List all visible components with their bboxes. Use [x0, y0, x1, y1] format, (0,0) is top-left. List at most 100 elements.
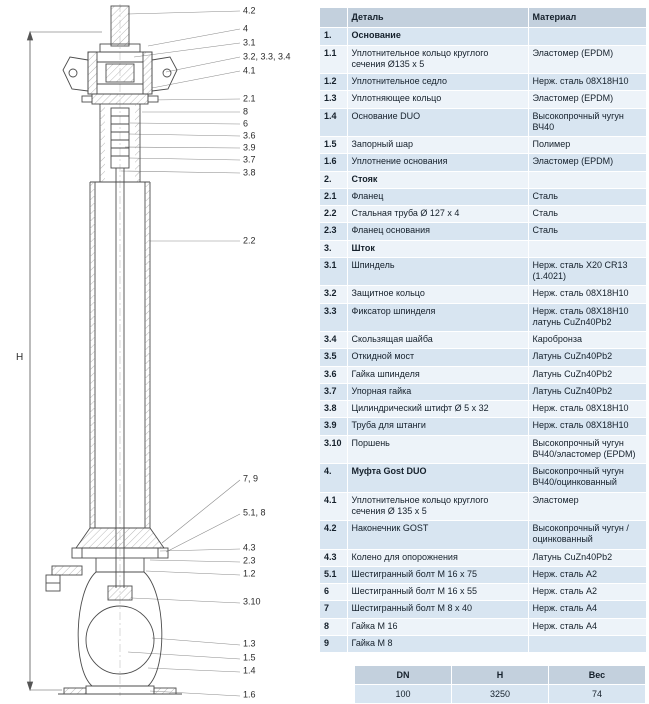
parts-cell-num: 3.4 [320, 331, 348, 350]
part-header: Деталь [347, 8, 529, 29]
parts-cell-num: 3.5 [320, 348, 348, 367]
parts-cell-part: Наконечник GOST [347, 520, 529, 550]
material-header: Материал [528, 8, 647, 29]
parts-cell-num: 5.1 [320, 566, 348, 585]
parts-cell-part: Откидной мост [347, 348, 529, 367]
parts-cell-material: Сталь [528, 205, 647, 224]
parts-cell-material: Каробронза [528, 331, 647, 350]
callout-leader-lines [120, 10, 241, 697]
callout-label: 1.5 [243, 652, 256, 663]
parts-cell-num: 2.3 [320, 222, 348, 241]
riser-pipe [89, 168, 151, 588]
dims-header-cell: H [451, 665, 549, 685]
num-header [320, 8, 348, 29]
parts-cell-material [528, 171, 647, 189]
parts-cell-material: Высокопрочный чугун / оцинкованный [528, 520, 647, 550]
callout-label: 1.6 [243, 689, 256, 700]
parts-cell-part: Шестигранный болт M 16 x 55 [347, 583, 529, 602]
parts-cell-num: 4.3 [320, 549, 348, 567]
parts-cell-num: 2.2 [320, 205, 348, 224]
parts-cell-num: 1.4 [320, 108, 348, 137]
valve-housing [77, 571, 163, 687]
parts-cell-material: Высокопрочный чугун ВЧ40/оцинкованный [528, 463, 647, 493]
parts-cell-material: Эластомер (EPDM) [528, 153, 647, 172]
parts-cell-part: Упорная гайка [347, 383, 529, 402]
callout-label: 3.8 [243, 167, 256, 178]
parts-cell-material: Латунь CuZn40Pb2 [528, 348, 647, 367]
parts-cell-material: Нерж. сталь 08Х18Н10 [528, 417, 647, 436]
parts-cell-material: Латунь CuZn40Pb2 [528, 366, 647, 384]
claw-wings [62, 56, 178, 92]
parts-cell-part: Гайка M 16 [347, 618, 529, 636]
parts-cell-part: Фиксатор шпинделя [347, 303, 529, 332]
parts-cell-material: Эластомер (EPDM) [528, 45, 647, 74]
parts-cell-num: 3.2 [320, 285, 348, 304]
parts-cell-num: 3. [320, 240, 348, 258]
callout-label: 3.2, 3.3, 3.4 [243, 51, 291, 62]
parts-cell-part: Скользящая шайба [347, 331, 529, 350]
parts-cell-part: Уплотнение основания [347, 153, 529, 172]
parts-cell-part: Основание [347, 27, 529, 46]
parts-cell-material: Нерж. сталь A2 [528, 566, 647, 585]
callout-label: 1.4 [243, 665, 256, 676]
upper-flange [81, 93, 159, 105]
parts-cell-material: Латунь CuZn40Pb2 [528, 383, 647, 402]
parts-cell-num: 1.2 [320, 73, 348, 92]
parts-row: 1.Основание [320, 27, 647, 46]
parts-cell-part: Колено для опорожнения [347, 549, 529, 567]
parts-cell-part: Шестигранный болт M 8 x 40 [347, 600, 529, 619]
callout-label: 4.3 [243, 542, 256, 553]
parts-cell-part: Уплотнительное кольцо круглого сечения Ø… [347, 492, 529, 521]
callout-label: 2.2 [243, 235, 256, 246]
parts-cell-num: 3.9 [320, 417, 348, 436]
callout-label: 1.2 [243, 568, 256, 579]
parts-cell-part: Шпиндель [347, 257, 529, 287]
parts-cell-num: 1.6 [320, 153, 348, 172]
parts-cell-part: Уплотнительное седло [347, 73, 529, 92]
parts-cell-material [528, 635, 647, 654]
callout-label: 4.2 [243, 5, 256, 16]
callout-label: 3.1 [243, 37, 256, 48]
parts-cell-num: 1. [320, 27, 348, 46]
hydrant-drawing [26, 4, 241, 697]
parts-cell-part: Муфта Gost DUO [347, 463, 529, 493]
parts-cell-material: Эластомер (EPDM) [528, 90, 647, 109]
dimension-label: H [16, 352, 24, 363]
spindle-end [110, 5, 130, 47]
dims-header-cell: DN [354, 665, 452, 685]
callout-label: 4 [243, 23, 249, 34]
parts-row: 2.Стояк [320, 171, 647, 189]
parts-cell-part: Гайка шпинделя [347, 366, 529, 384]
parts-cell-num: 3.8 [320, 400, 348, 419]
parts-cell-num: 1.1 [320, 45, 348, 74]
parts-cell-part: Стояк [347, 171, 529, 189]
parts-cell-num: 1.5 [320, 136, 348, 155]
parts-cell-material: Нерж. сталь 08Х18Н10 латунь CuZn40Pb2 [528, 303, 647, 332]
dims-value-cell: 100 [354, 684, 452, 704]
parts-cell-material: Нерж. сталь 08Х18Н10 [528, 73, 647, 92]
parts-row: 3.Шток [320, 240, 647, 258]
parts-cell-num: 2.1 [320, 188, 348, 207]
dims-value-cell: 3250 [451, 684, 549, 704]
parts-cell-num: 3.7 [320, 383, 348, 402]
parts-cell-num: 3.1 [320, 257, 348, 287]
parts-cell-part: Поршень [347, 435, 529, 464]
callout-label: 5.1, 8 [243, 507, 266, 518]
parts-cell-part: Шестигранный болт M 16 x 75 [347, 566, 529, 585]
